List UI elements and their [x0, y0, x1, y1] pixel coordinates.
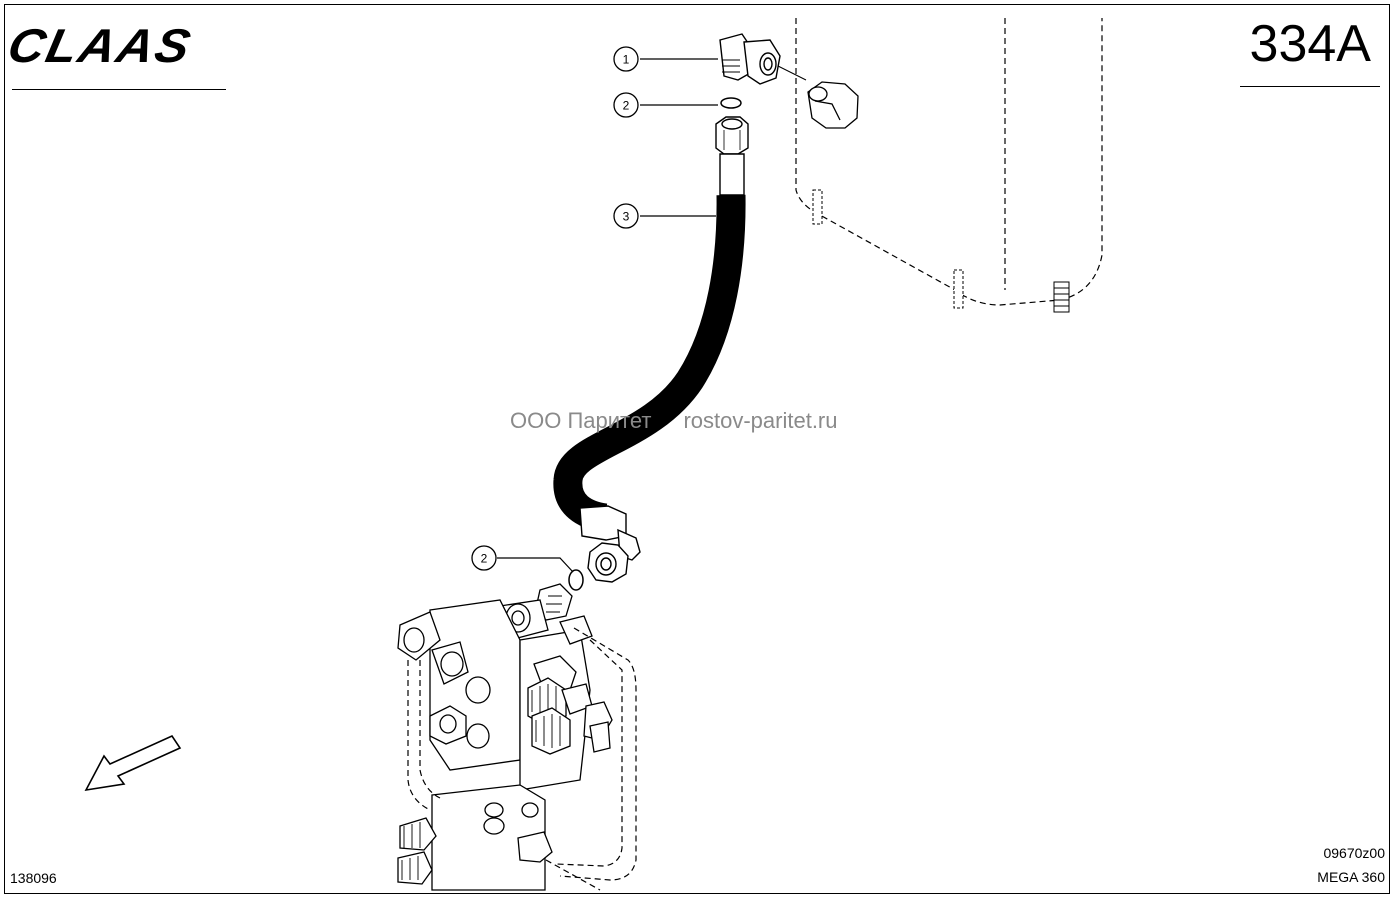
drawing-code: 09670z00	[1323, 845, 1385, 861]
watermark-company: ООО Паритет	[510, 408, 652, 433]
hose-top-nut	[715, 116, 749, 196]
watermark-site: rostov-paritet.ru	[683, 408, 838, 433]
o-ring-bottom	[568, 569, 584, 591]
callout-label: 2	[481, 552, 488, 566]
callout-leaders	[497, 58, 718, 573]
callout-1: 1	[613, 46, 639, 72]
callout-2-top: 2	[613, 92, 639, 118]
callout-label: 1	[623, 53, 630, 67]
o-ring-top	[720, 97, 742, 109]
page-number-underline	[1240, 86, 1380, 87]
drawing-sheet	[4, 4, 1390, 894]
tank-filler-cap	[807, 81, 859, 129]
tank-studs	[812, 189, 1070, 313]
hose-bottom-fitting	[579, 505, 641, 583]
callout-label: 2	[623, 99, 630, 113]
callout-2-bottom: 2	[471, 545, 497, 571]
document-id: 138096	[10, 870, 57, 886]
callout-label: 3	[623, 210, 630, 224]
machine-model: MEGA 360	[1317, 869, 1385, 885]
watermark: ООО Паритет rostov-paritet.ru	[510, 408, 838, 434]
control-valve-block	[397, 583, 613, 891]
elbow-fitting	[719, 33, 807, 85]
logo-underline	[12, 89, 226, 90]
tank-outline	[795, 18, 1103, 306]
valve-dashed-lines	[407, 627, 637, 891]
page-number: 334A	[1249, 15, 1371, 73]
callout-3: 3	[613, 203, 639, 229]
direction-arrow-icon	[84, 734, 182, 792]
